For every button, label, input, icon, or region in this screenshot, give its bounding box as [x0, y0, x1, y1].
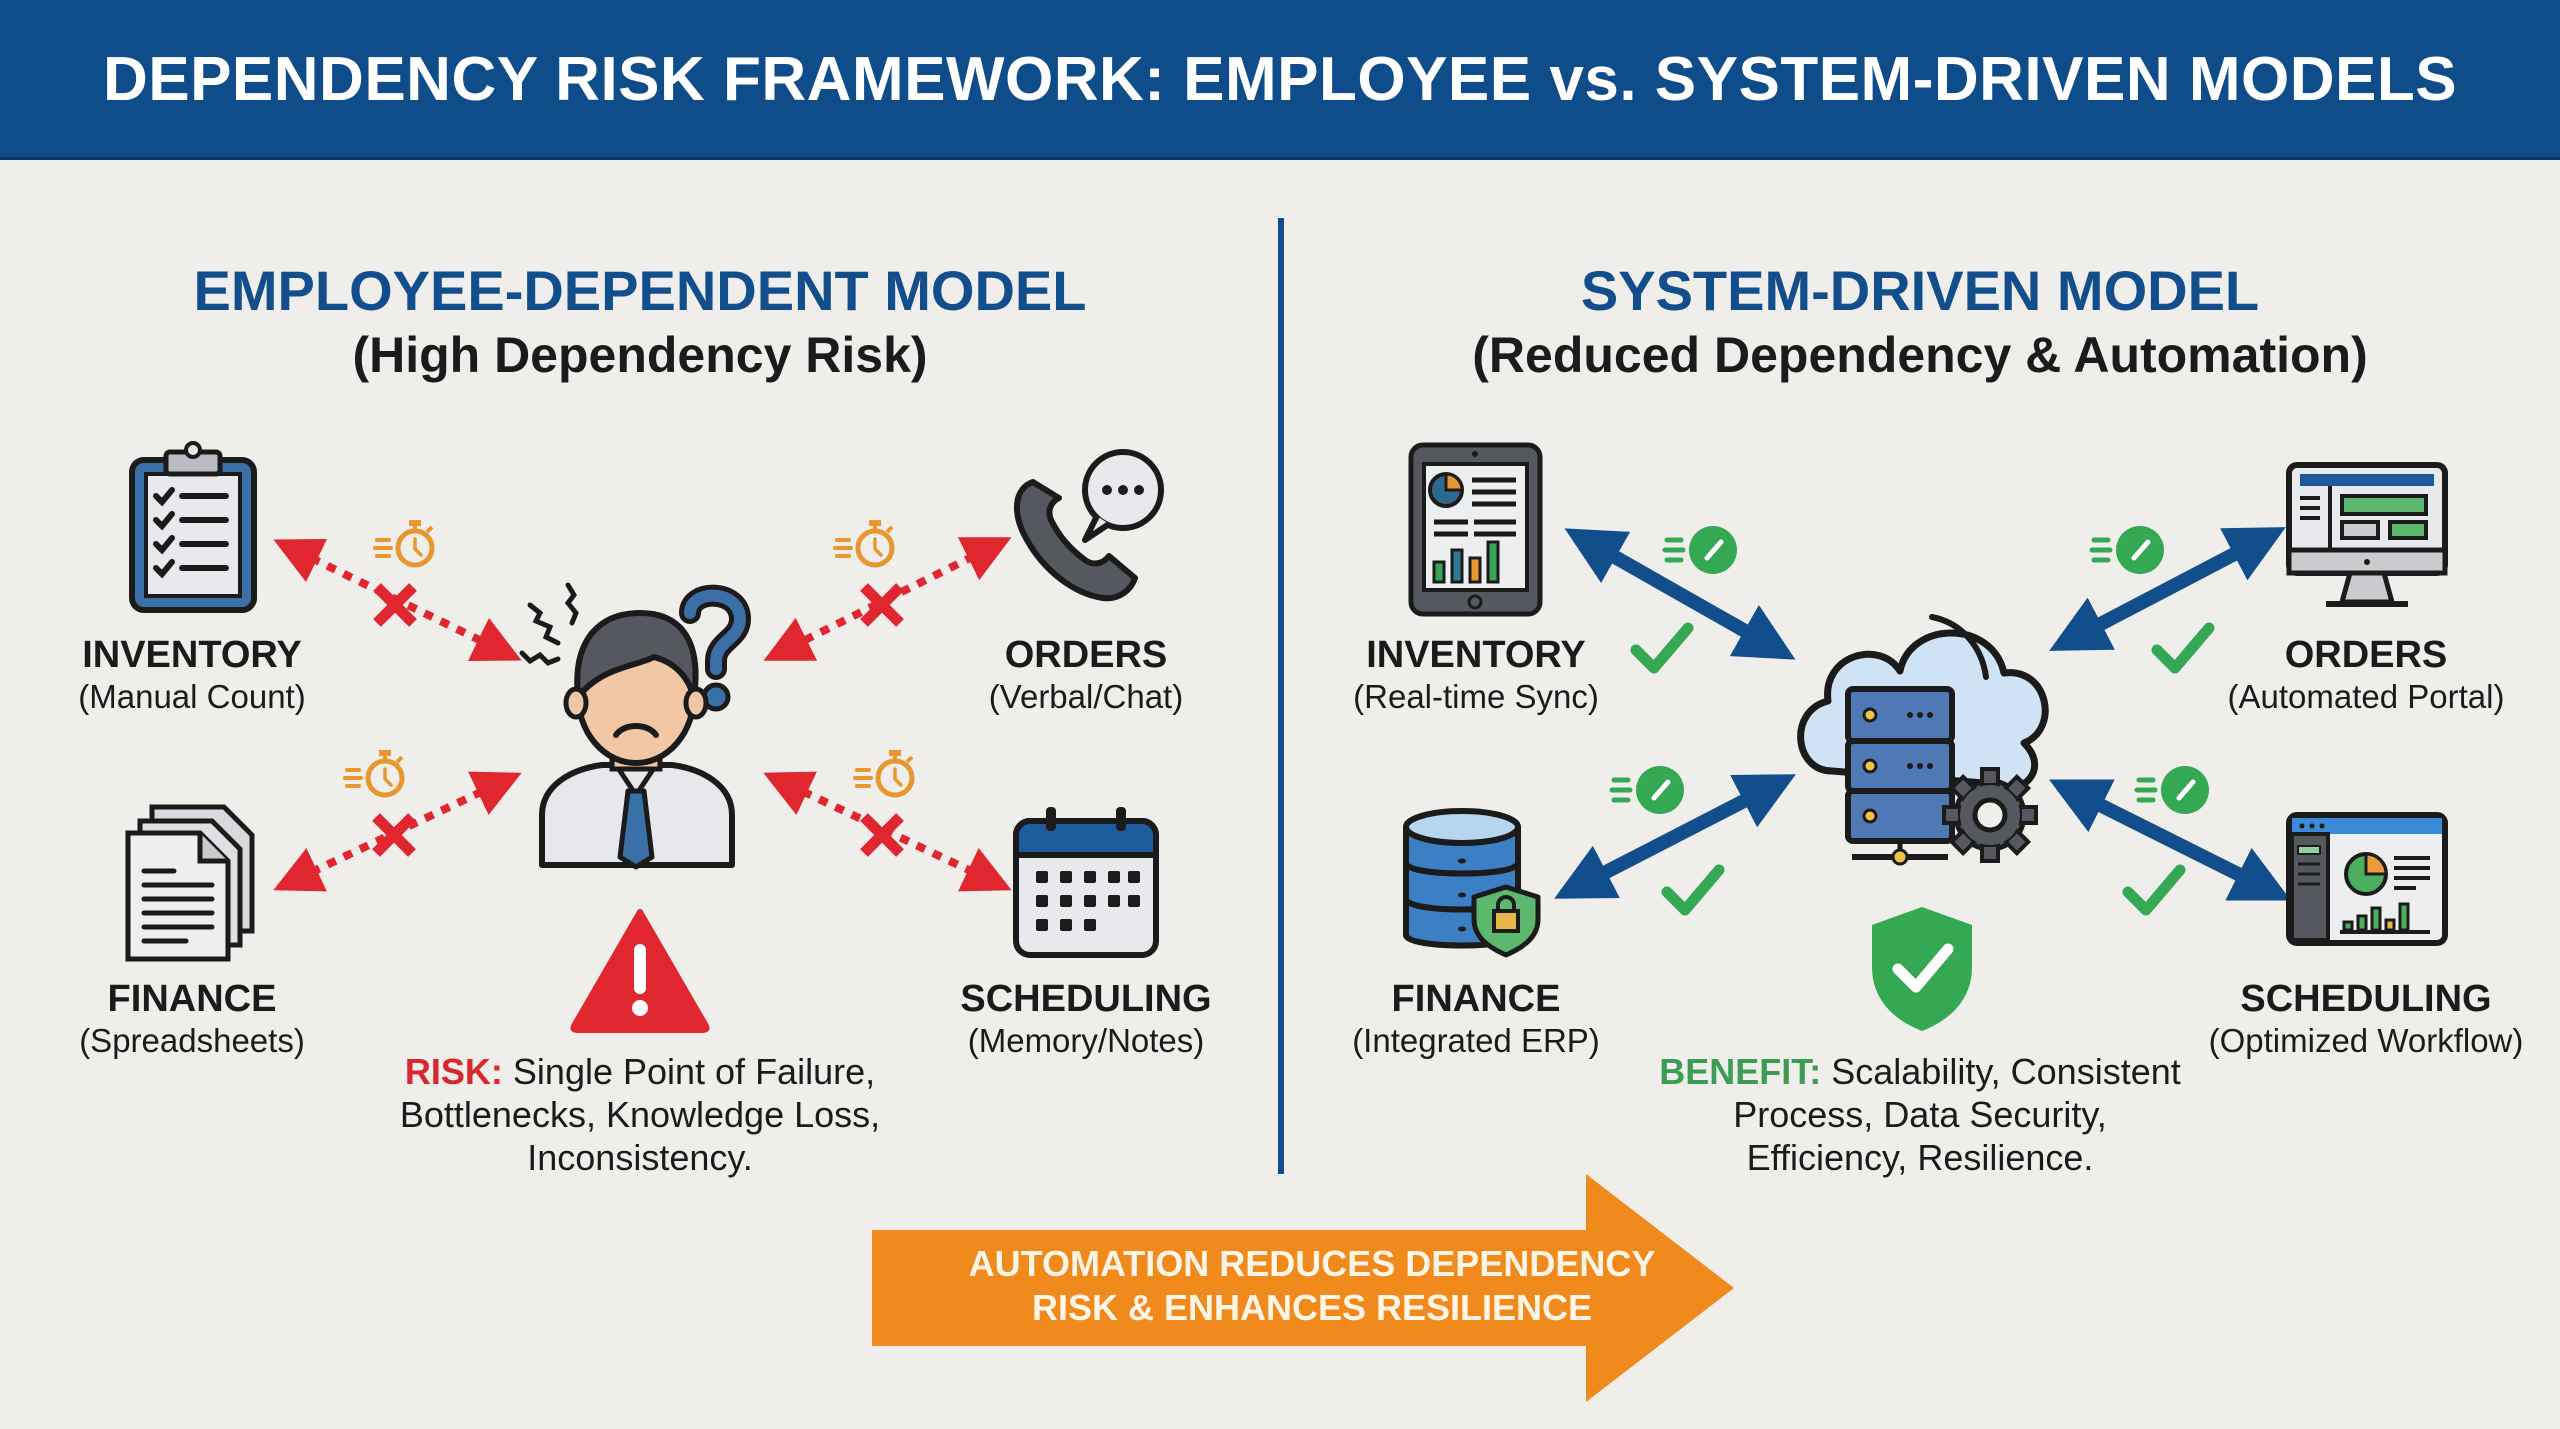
arrow-banner-text: AUTOMATION REDUCES DEPENDENCY RISK & ENH… — [872, 1242, 1752, 1330]
shield-check-icon — [1872, 907, 1972, 1031]
benefit-callout: BENEFIT: Scalability, Consistent Process… — [1620, 1050, 2220, 1179]
left-finance-title: FINANCE — [107, 978, 277, 1020]
section-divider — [1278, 218, 1284, 1174]
confused-employee-icon — [519, 582, 752, 870]
risk-line-2: Bottlenecks, Knowledge Loss, — [399, 1094, 881, 1135]
arrow-text-line-2: RISK & ENHANCES RESILIENCE — [1031, 1287, 1593, 1328]
speedometer-icon — [1665, 526, 1737, 574]
right-inventory-title: INVENTORY — [1366, 634, 1586, 676]
left-orders-title: ORDERS — [1004, 634, 1168, 676]
warning-triangle-icon — [570, 909, 710, 1033]
speedometer-icon — [2137, 766, 2209, 814]
right-scheduling-title: SCHEDULING — [2240, 978, 2492, 1020]
risk-label: RISK: — [404, 1051, 503, 1092]
risk-line-1: Single Point of Failure, — [512, 1051, 876, 1092]
left-inventory-title: INVENTORY — [82, 634, 302, 676]
analytics-window-icon — [2286, 812, 2448, 946]
right-section-title: SYSTEM-DRIVEN MODEL — [1580, 259, 2260, 322]
calendar-icon — [1013, 807, 1159, 958]
clipboard-checklist-icon — [129, 441, 257, 613]
benefit-label: BENEFIT: — [1659, 1051, 1822, 1092]
left-section-title: EMPLOYEE-DEPENDENT MODEL — [193, 259, 1087, 322]
speedometer-icon — [2092, 526, 2164, 574]
right-finance-title: FINANCE — [1391, 978, 1561, 1020]
risk-callout: RISK: Single Point of Failure, Bottlenec… — [340, 1050, 940, 1179]
secure-database-icon — [1403, 808, 1541, 958]
speedometer-icon — [1612, 766, 1684, 814]
left-section-subtitle: (High Dependency Risk) — [352, 327, 928, 383]
documents-stack-icon — [125, 804, 255, 962]
right-scheduling-sub: (Optimized Workflow) — [2208, 1022, 2524, 1059]
header-banner: DEPENDENCY RISK FRAMEWORK: EMPLOYEE vs. … — [0, 0, 2560, 160]
right-inventory-sub: (Real-time Sync) — [1353, 678, 1599, 715]
left-scheduling-title: SCHEDULING — [960, 978, 1212, 1020]
left-finance-sub: (Spreadsheets) — [79, 1022, 305, 1059]
left-inventory-sub: (Manual Count) — [78, 678, 306, 715]
green-check-icon — [2128, 870, 2180, 910]
right-finance-sub: (Integrated ERP) — [1352, 1022, 1600, 1059]
risk-line-3: Inconsistency. — [527, 1137, 753, 1178]
page-title: DEPENDENCY RISK FRAMEWORK: EMPLOYEE vs. … — [102, 45, 2458, 114]
benefit-line-2: Process, Data Security, — [1733, 1094, 2107, 1135]
green-check-icon — [1667, 870, 1719, 910]
right-orders-title: ORDERS — [2284, 634, 2448, 676]
cloud-server-gear-icon — [1797, 614, 2049, 866]
benefit-line-3: Efficiency, Resilience. — [1746, 1137, 2094, 1178]
right-section-subtitle: (Reduced Dependency & Automation) — [1472, 327, 2368, 383]
arrow-text-line-1: AUTOMATION REDUCES DEPENDENCY — [968, 1243, 1656, 1284]
monitor-portal-icon — [2286, 462, 2448, 607]
benefit-line-1: Scalability, Consistent — [1831, 1051, 2181, 1092]
right-orders-sub: (Automated Portal) — [2227, 678, 2505, 715]
tablet-dashboard-icon — [1408, 442, 1543, 617]
left-orders-sub: (Verbal/Chat) — [988, 678, 1184, 715]
phone-chat-icon — [1013, 449, 1164, 602]
left-scheduling-sub: (Memory/Notes) — [967, 1022, 1205, 1059]
orange-arrow-banner — [872, 1174, 1734, 1402]
